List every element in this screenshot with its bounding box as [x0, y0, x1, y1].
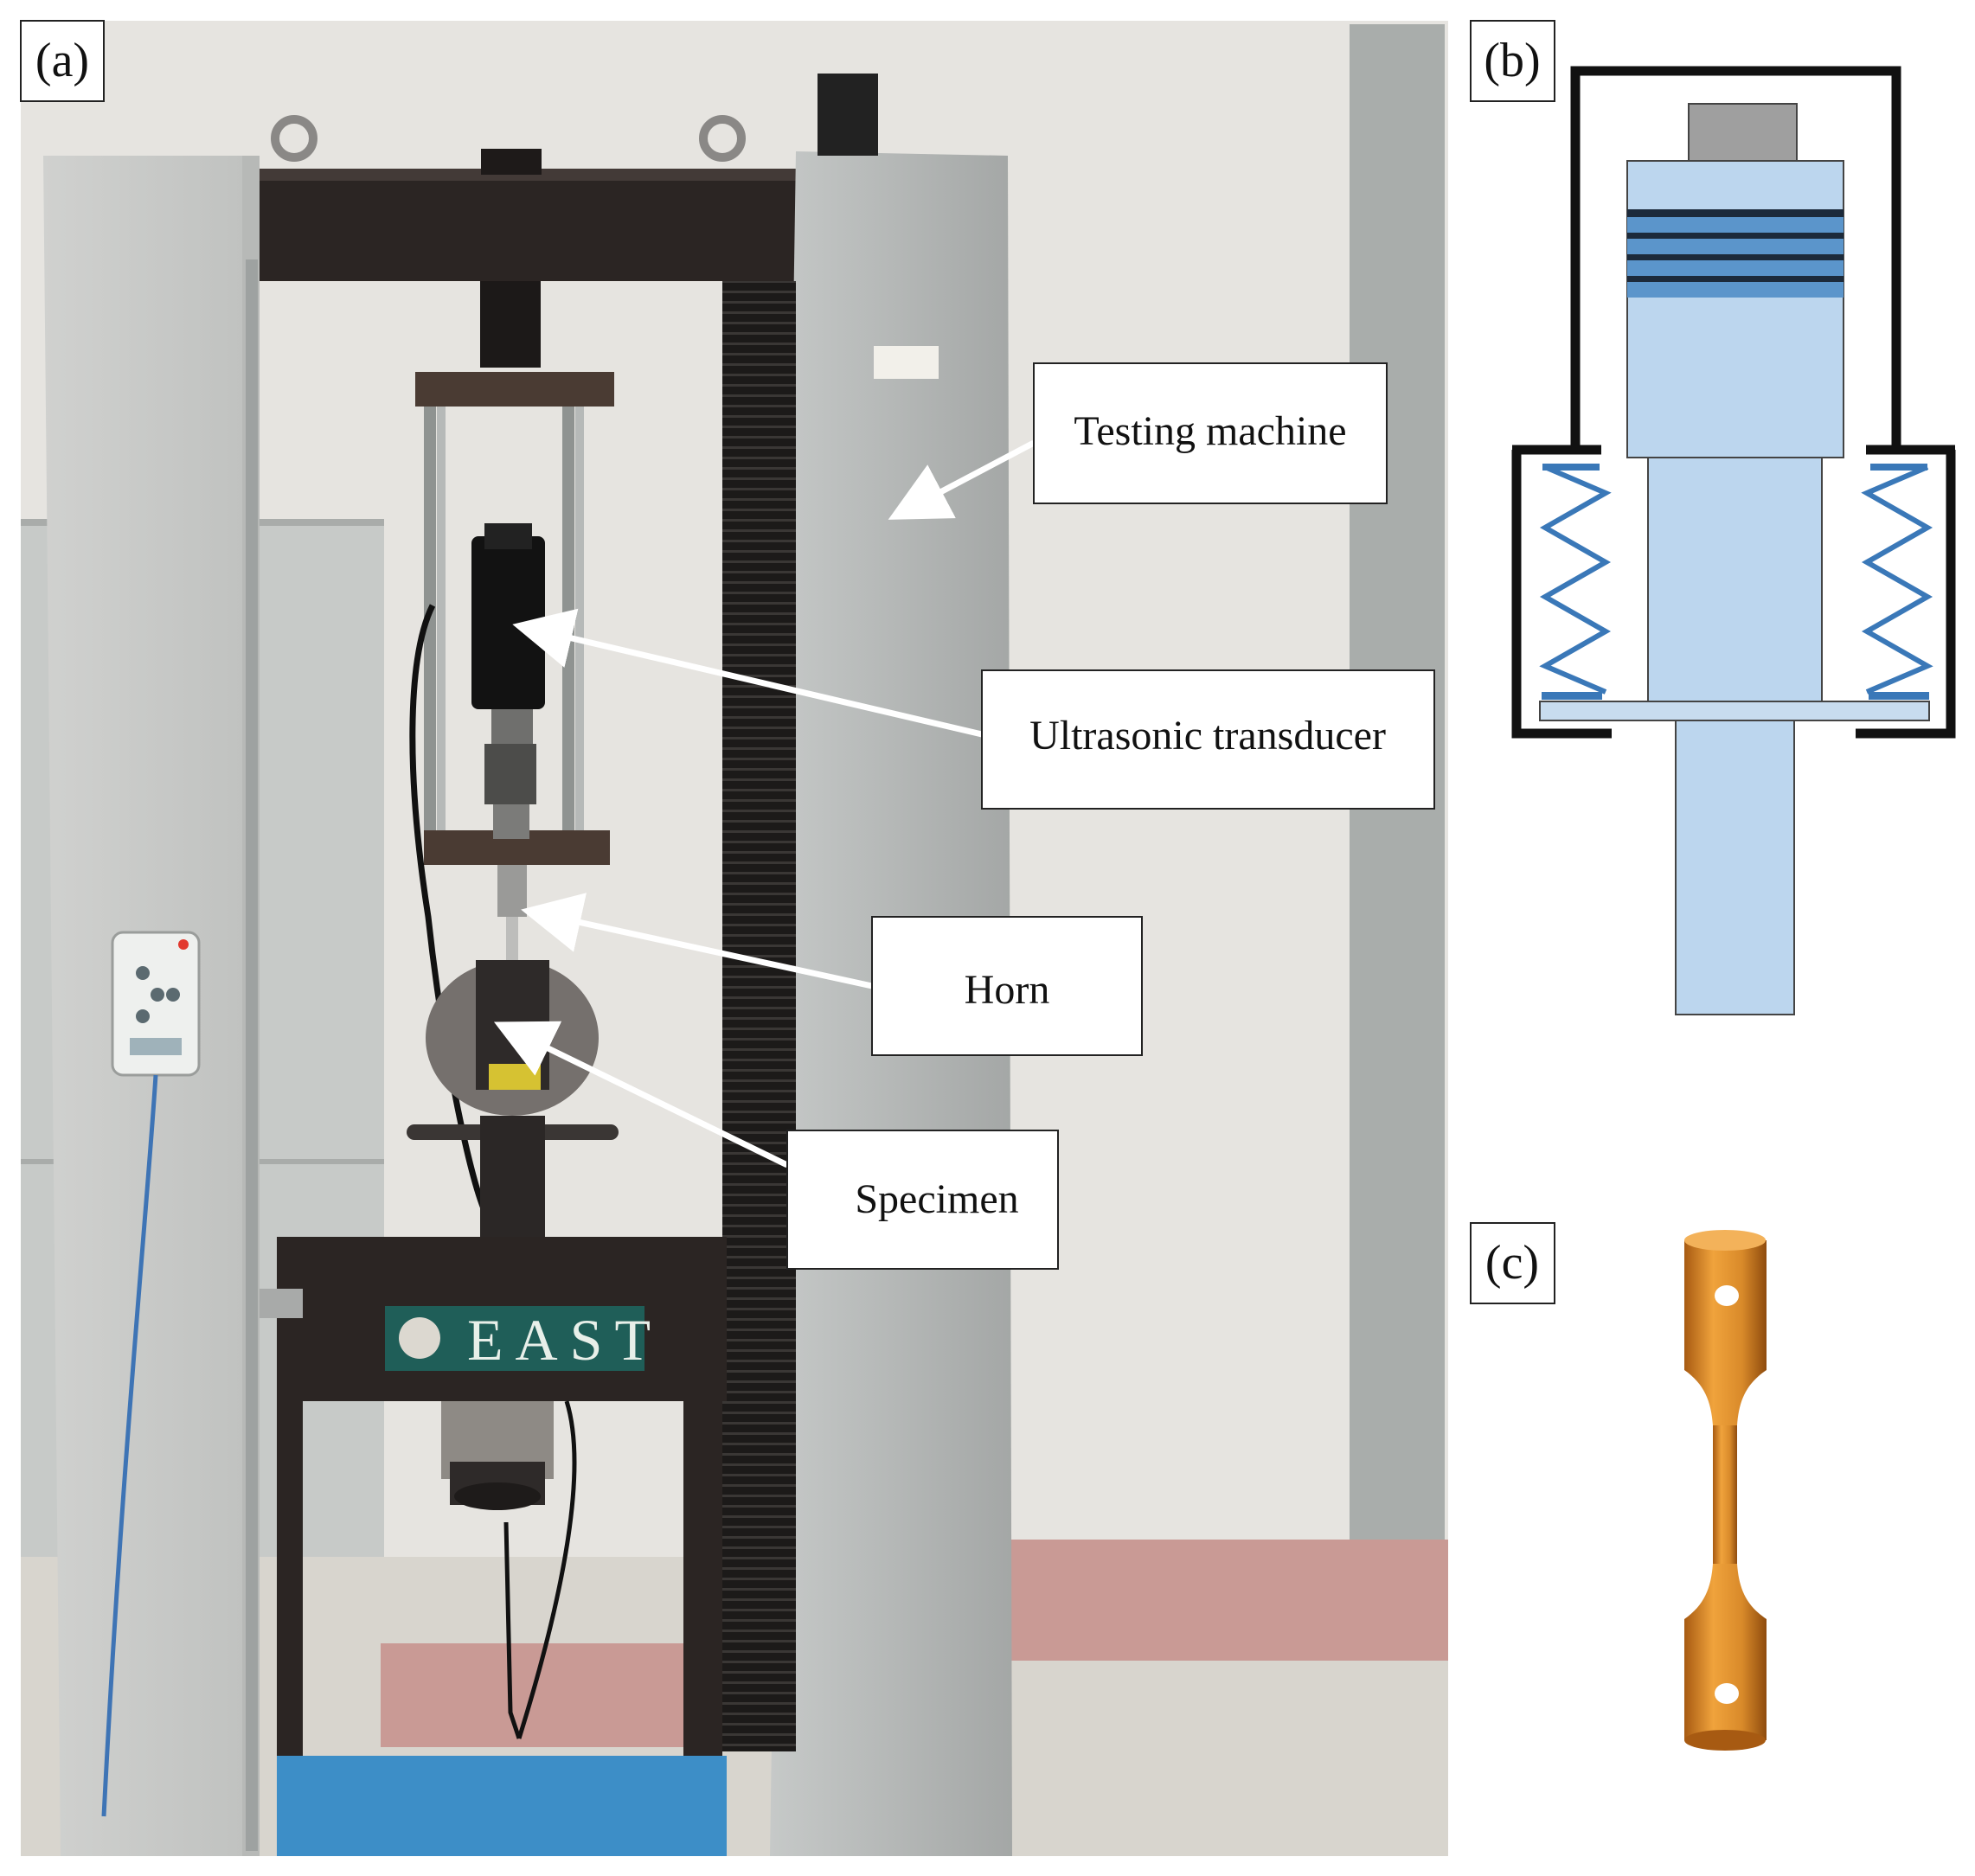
housing-cap [1570, 66, 1901, 450]
panel-c-tag-box [1470, 1222, 1555, 1304]
horn-rod [1675, 720, 1795, 1015]
left-spring [1539, 464, 1612, 695]
piezo-stack [1627, 209, 1844, 298]
callout-ultrasonic-transducer: Ultrasonic transducer [981, 669, 1435, 810]
flange-plate [1539, 701, 1930, 721]
arrow-ultrasonic-transducer [512, 608, 983, 738]
panel-b-schematic: (b) [1470, 20, 1956, 1015]
transducer-middle-body [1647, 457, 1823, 702]
specimen-top-hole [1715, 1285, 1739, 1306]
callout-specimen: Specimen [786, 1130, 1059, 1270]
panel-b-tag: (b) [1484, 34, 1540, 87]
arrow-specimen [493, 1021, 789, 1168]
machine-brand-text: EAST [467, 1307, 663, 1373]
specimen-bottom-hole [1715, 1683, 1739, 1704]
panel-b-tag-box [1470, 20, 1555, 102]
callout-ultrasonic-transducer-text: Ultrasonic transducer [1029, 713, 1386, 759]
panel-c-tag: (c) [1485, 1236, 1539, 1290]
arrow-testing-machine [888, 439, 1036, 520]
arrow-horn [521, 893, 873, 989]
top-block [1688, 103, 1798, 162]
callout-horn: Horn [871, 916, 1143, 1056]
right-spring [1861, 464, 1933, 695]
callout-horn-text: Horn [965, 967, 1050, 1013]
specimen-bottom-end [1684, 1619, 1767, 1740]
panel-c-specimen: (c) [1470, 1222, 1767, 1751]
housing-left-wall [1511, 450, 1612, 739]
callout-testing-machine: Testing machine [1033, 362, 1388, 504]
panel-a-tag-box [20, 20, 105, 102]
panel-a-tag: (a) [35, 34, 89, 87]
remote-control-pad [101, 931, 201, 1817]
specimen-gauge-section [1713, 1425, 1737, 1564]
callout-specimen-text: Specimen [855, 1176, 1018, 1222]
housing-right-wall [1856, 450, 1956, 739]
panel-a-photo: EAST Testing machine [20, 20, 1448, 1856]
callout-testing-machine-text: Testing machine [1074, 408, 1346, 454]
transducer-upper-body [1626, 160, 1844, 458]
